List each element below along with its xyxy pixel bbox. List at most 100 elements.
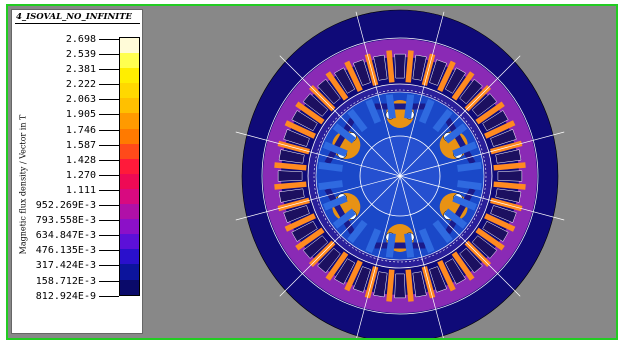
legend-value: 158.712E-3 xyxy=(35,275,96,287)
stator-slot xyxy=(495,188,522,203)
legend-swatch xyxy=(120,83,139,99)
stator-slot xyxy=(490,205,517,224)
rotor-tooth xyxy=(443,208,468,229)
rotor-tooth xyxy=(404,233,415,258)
rotor-tooth xyxy=(365,228,382,254)
rotor-tooth xyxy=(418,98,435,124)
mesh-radial-line xyxy=(279,175,401,297)
stator-tooth xyxy=(284,213,316,232)
stator-tooth xyxy=(493,181,526,190)
stator-slot xyxy=(277,170,303,182)
stator-slot xyxy=(495,149,522,164)
stator-tooth xyxy=(386,50,395,83)
rotor-tooth xyxy=(332,123,357,144)
stator-tooth xyxy=(405,269,414,302)
stator-slot xyxy=(412,271,427,298)
stator-slot xyxy=(429,266,448,293)
stator-slot xyxy=(459,247,483,274)
legend-value: 634.847E-3 xyxy=(35,230,96,242)
rotor-tooth xyxy=(318,180,343,191)
stator-slot xyxy=(497,170,523,182)
stator-slot xyxy=(334,67,356,94)
legend-swatch xyxy=(120,113,139,129)
legend-quantity-label: Magnetic flux density / Vector in T xyxy=(18,114,28,255)
stator-tooth xyxy=(344,60,363,92)
stator-tooth xyxy=(475,227,505,251)
rotor-bridge xyxy=(324,187,356,235)
stator-tooth xyxy=(295,101,325,125)
stator-tooth xyxy=(484,213,516,232)
legend-value: 1.111 xyxy=(65,184,96,196)
legend-value: 812.924E-9 xyxy=(35,290,96,302)
rotor-tooth xyxy=(452,194,478,211)
mesh-radial-line xyxy=(355,11,401,177)
stator-slot xyxy=(482,220,509,242)
legend-title: 4_ISOVAL_NO_INFINITE xyxy=(16,12,133,22)
stator-slot xyxy=(291,220,318,242)
stator-slot xyxy=(373,54,388,81)
stator-tooth xyxy=(295,227,325,251)
stator-tooth xyxy=(451,251,475,281)
rotor-tooth xyxy=(385,94,396,119)
stator-slot xyxy=(394,53,406,79)
legend-value: 1.428 xyxy=(65,154,96,166)
stator-slot xyxy=(352,59,371,86)
rotor-bridge xyxy=(324,117,356,165)
legend-value: 952.269E-3 xyxy=(35,200,96,212)
stator-tooth xyxy=(484,120,516,139)
mesh-radial-line xyxy=(399,11,445,177)
stator-tooth xyxy=(451,71,475,101)
rotor-tooth xyxy=(432,108,453,133)
legend-color-bar xyxy=(119,37,140,296)
stator-tooth xyxy=(325,251,349,281)
legend-title-divider xyxy=(15,23,140,24)
legend-swatch xyxy=(120,279,139,295)
legend-value: 2.698 xyxy=(65,34,96,45)
rotor-tooth xyxy=(347,108,368,133)
stator-slot xyxy=(490,128,517,147)
rotor-tooth xyxy=(404,94,415,119)
mesh-radial-line xyxy=(399,55,521,177)
isoval-viewport[interactable]: 4_ISOVAL_NO_INFINITE Magnetic flux densi… xyxy=(6,4,618,340)
stator-tooth xyxy=(274,162,307,171)
legend-value: 1.270 xyxy=(65,169,96,181)
rotor-bridge xyxy=(444,117,476,165)
rotor-tooth xyxy=(418,228,435,254)
mesh-radial-line xyxy=(399,175,521,297)
stator-tooth xyxy=(284,120,316,139)
rotor-tooth xyxy=(347,219,368,244)
legend-value: 2.063 xyxy=(65,94,96,106)
stator-slot xyxy=(373,271,388,298)
stator-slot xyxy=(429,59,448,86)
stator-tooth xyxy=(437,60,456,92)
legend-value: 1.746 xyxy=(65,124,96,136)
rotor-tooth xyxy=(443,123,468,144)
rotor-tooth xyxy=(432,219,453,244)
legend-swatch xyxy=(120,143,139,159)
stator-tooth xyxy=(274,181,307,190)
rotor-tooth xyxy=(452,141,478,158)
stator-tooth xyxy=(475,101,505,125)
legend-swatch xyxy=(120,98,139,114)
legend-value: 793.558E-3 xyxy=(35,215,96,227)
legend-swatch xyxy=(120,249,139,265)
stator-slot xyxy=(412,54,427,81)
legend-value: 1.905 xyxy=(65,109,96,121)
legend-swatch xyxy=(120,188,139,205)
rotor-tooth xyxy=(457,161,482,172)
legend-swatch xyxy=(120,158,139,174)
stator-slot xyxy=(317,247,341,274)
legend-value: 2.539 xyxy=(65,49,96,61)
mesh-ring xyxy=(261,37,539,315)
stator-slot xyxy=(278,149,305,164)
stator-slot xyxy=(471,235,498,259)
legend-swatch xyxy=(120,264,139,280)
legend-swatch xyxy=(120,38,139,54)
legend-swatch xyxy=(120,234,139,250)
legend-value: 317.424E-3 xyxy=(35,260,96,272)
stator-slot xyxy=(459,78,483,105)
legend-swatch xyxy=(120,173,139,189)
stator-slot xyxy=(283,128,310,147)
mesh-radial-line xyxy=(235,131,401,177)
